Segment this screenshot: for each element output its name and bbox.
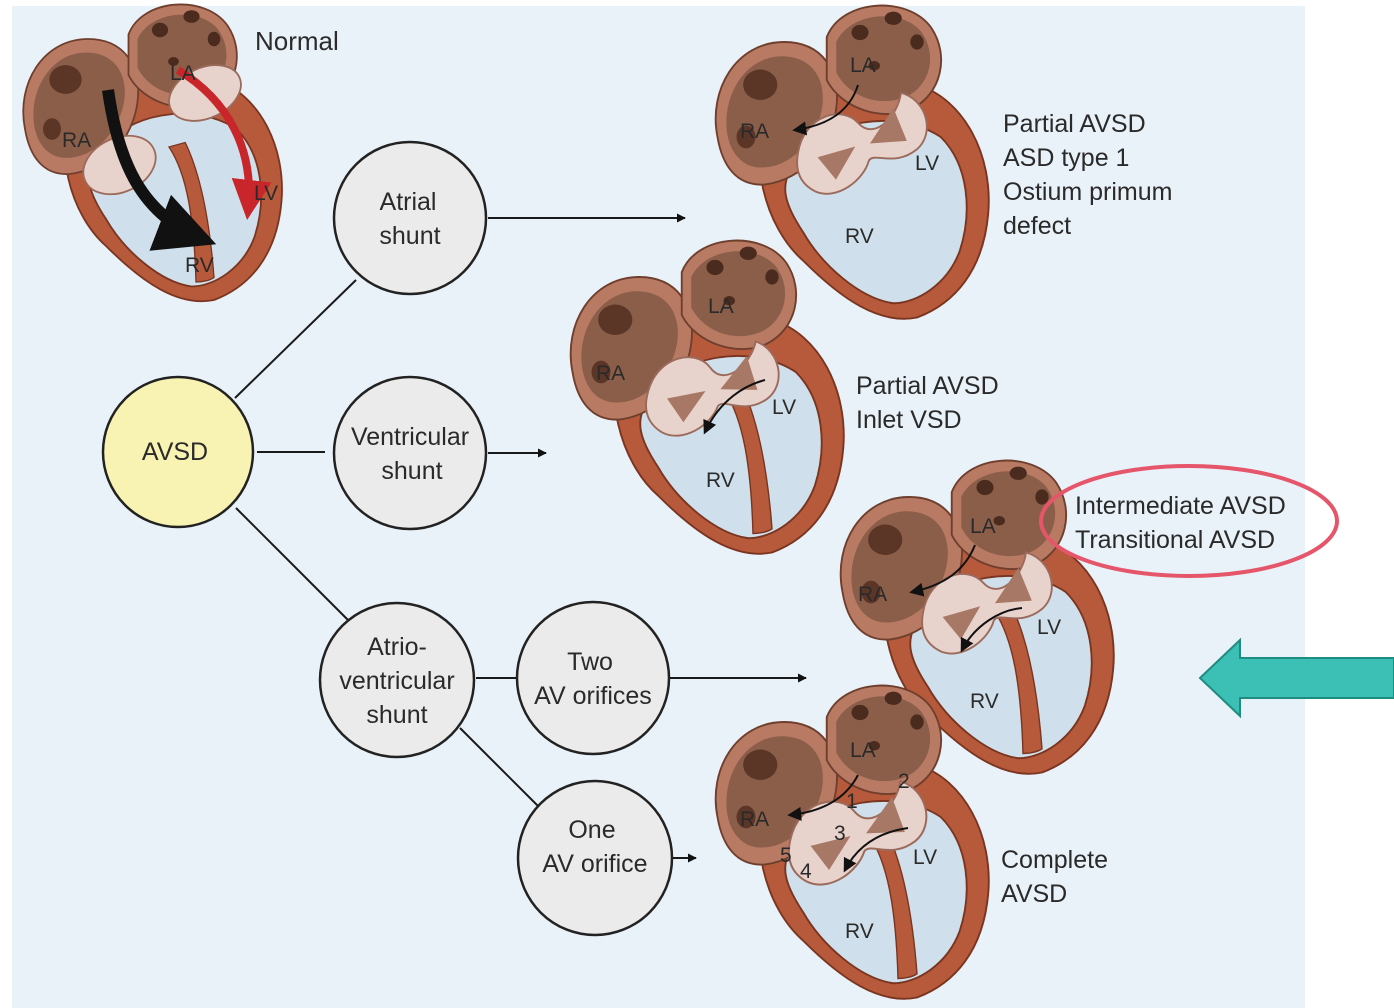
desc-partial-ventricular-2: Inlet VSD [856, 406, 962, 434]
partial-atrial-la-label: LA [850, 54, 876, 77]
complete-lv-label: LV [913, 846, 937, 869]
partial-atrial-rv-label: RV [845, 225, 874, 248]
node-atrial-line-1: Atrial [380, 188, 437, 216]
description-complete: Complete AVSD [1001, 846, 1108, 908]
leaflet-2-label: 2 [898, 770, 910, 793]
desc-intermediate-1: Intermediate AVSD [1075, 492, 1286, 520]
description-partial-atrial: Partial AVSD ASD type 1 Ostium primum de… [1003, 110, 1172, 240]
normal-ra-label: RA [62, 129, 91, 152]
desc-intermediate-2: Transitional AVSD [1075, 526, 1275, 554]
intermediate-lv-label: LV [1037, 616, 1061, 639]
leaflet-1-label: 1 [846, 790, 858, 813]
leaflet-4-label: 4 [800, 860, 812, 883]
node-atrioventricular-shunt: Atrio- ventricular shunt [320, 603, 474, 757]
normal-rv-label: RV [185, 254, 214, 277]
node-one-line-1: One [568, 816, 615, 844]
partial-atrial-lv-label: LV [915, 152, 939, 175]
complete-ra-label: RA [740, 808, 769, 831]
node-avsd-label: AVSD [142, 438, 208, 466]
leaflet-5-label: 5 [780, 844, 792, 867]
node-one-av-orifice: One AV orifice [518, 781, 672, 935]
description-intermediate: Intermediate AVSD Transitional AVSD [1041, 466, 1337, 576]
desc-complete-1: Complete [1001, 846, 1108, 874]
partial-ventricular-rv-label: RV [706, 469, 735, 492]
desc-partial-atrial-4: defect [1003, 212, 1071, 240]
node-one-line-2: AV orifice [542, 850, 647, 878]
desc-partial-ventricular-1: Partial AVSD [856, 372, 999, 400]
complete-rv-label: RV [845, 920, 874, 943]
node-atrial-line-2: shunt [379, 222, 440, 250]
normal-caption: Normal [255, 26, 339, 56]
node-av-line-3: shunt [366, 701, 427, 729]
node-two-av-orifices: Two AV orifices [517, 602, 669, 754]
node-two-line-2: AV orifices [534, 682, 652, 710]
intermediate-rv-label: RV [970, 690, 999, 713]
desc-partial-atrial-1: Partial AVSD [1003, 110, 1146, 138]
node-ventricular-line-1: Ventricular [351, 423, 469, 451]
node-ventricular-shunt: Ventricular shunt [334, 377, 486, 529]
normal-la-label: LA [170, 62, 196, 85]
complete-la-label: LA [850, 739, 876, 762]
highlight-ellipse [1041, 466, 1337, 576]
node-ventricular-line-2: shunt [381, 457, 442, 485]
node-two-line-1: Two [567, 648, 613, 676]
partial-ventricular-la-label: LA [708, 295, 734, 318]
partial-atrial-ra-label: RA [740, 120, 769, 143]
partial-ventricular-heart [571, 241, 844, 554]
connector-root-atrioventricular [236, 508, 350, 622]
node-av-line-2: ventricular [339, 667, 454, 695]
normal-lv-label: LV [254, 182, 278, 205]
intermediate-la-label: LA [970, 515, 996, 538]
node-avsd: AVSD [103, 377, 253, 527]
desc-complete-2: AVSD [1001, 880, 1067, 908]
partial-ventricular-lv-label: LV [772, 396, 796, 419]
node-atrial-shunt: Atrial shunt [334, 142, 486, 294]
intermediate-ra-label: RA [858, 583, 887, 606]
desc-partial-atrial-2: ASD type 1 [1003, 144, 1129, 172]
leaflet-3-label: 3 [834, 822, 846, 845]
connector-av-one [460, 728, 540, 808]
connector-root-atrial [235, 280, 356, 398]
left-arrow-icon [1200, 640, 1394, 716]
partial-ventricular-ra-label: RA [596, 362, 625, 385]
description-partial-ventricular: Partial AVSD Inlet VSD [856, 372, 999, 434]
desc-partial-atrial-3: Ostium primum [1003, 178, 1172, 206]
node-av-line-1: Atrio- [367, 633, 427, 661]
